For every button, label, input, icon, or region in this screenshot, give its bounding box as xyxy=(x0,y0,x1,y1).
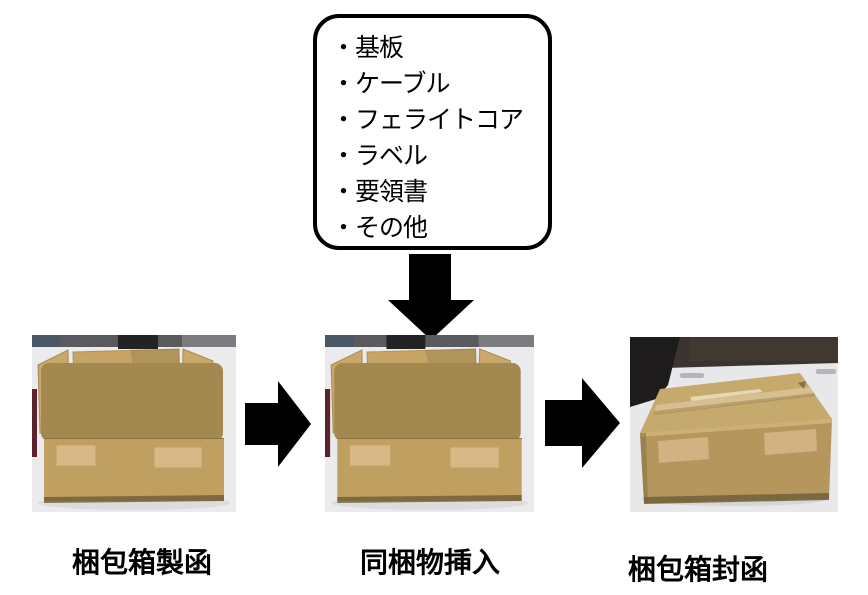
included-items-box: ・基板 ・ケーブル ・フェライトコア ・ラベル ・要領書 ・その他 xyxy=(313,14,552,250)
down-arrow-icon xyxy=(388,254,474,340)
included-item: ・その他 xyxy=(331,213,428,242)
right-arrow-icon xyxy=(545,378,620,468)
step-photo-insert-items xyxy=(325,335,534,512)
included-item: ・要領書 xyxy=(331,177,428,206)
right-arrow-icon xyxy=(245,381,311,467)
step-label-make-box: 梱包箱製函 xyxy=(72,546,213,579)
included-item: ・フェライトコア xyxy=(331,105,524,134)
step-photo-sealed-box xyxy=(630,337,838,512)
included-item: ・基板 xyxy=(331,33,404,62)
step-label-insert-items: 同梱物挿入 xyxy=(360,546,501,579)
step-label-seal-box: 梱包箱封函 xyxy=(628,553,769,586)
step-photo-open-box xyxy=(32,335,236,512)
included-item: ・ケーブル xyxy=(331,69,451,98)
included-item: ・ラベル xyxy=(331,141,428,170)
